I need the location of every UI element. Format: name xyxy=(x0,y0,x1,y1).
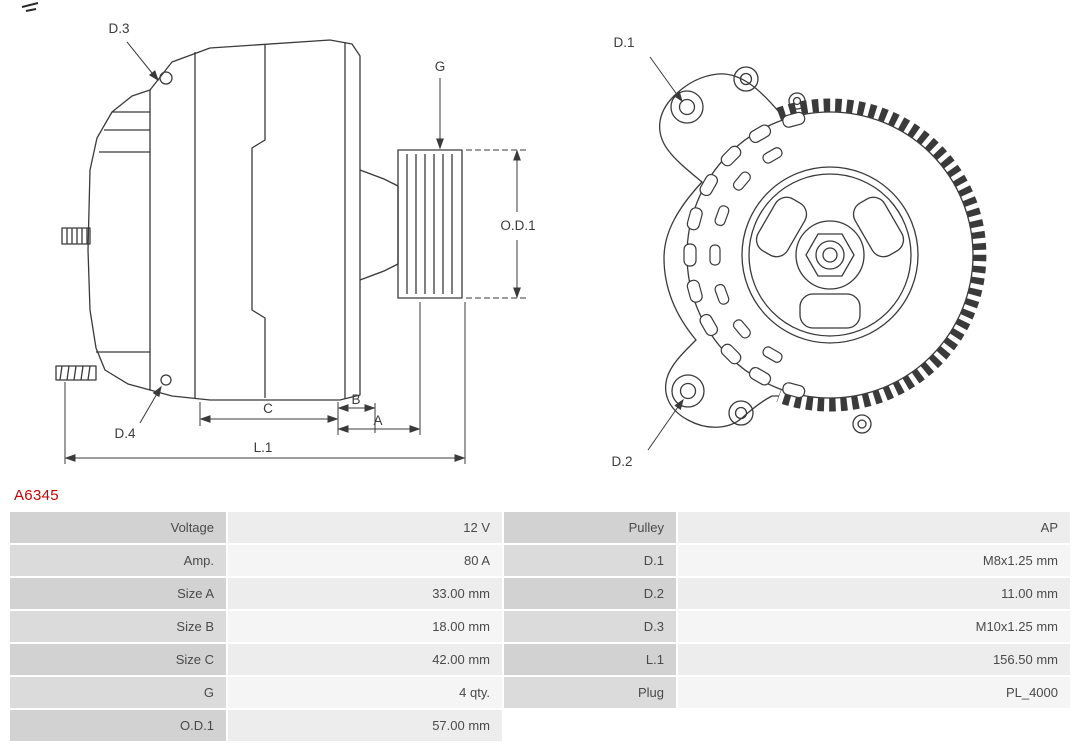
pulley-side xyxy=(397,149,463,299)
spec-value-cell: 4 qty. xyxy=(228,677,502,708)
spec-value-cell: AP xyxy=(678,512,1070,543)
bottom-mount-hole xyxy=(160,374,172,386)
spec-value-cell-empty xyxy=(678,710,1070,741)
dim-label-d4: D.4 xyxy=(114,426,136,441)
vent-slots xyxy=(683,110,807,400)
spec-value-cell: 80 A xyxy=(228,545,502,576)
dim-label-od1: O.D.1 xyxy=(500,218,535,233)
spec-value-cell: 156.50 mm xyxy=(678,644,1070,675)
spec-label-cell: Size C xyxy=(10,644,226,675)
dimension-labels: D.3 G O.D.1 D.4 C B A L.1 D.1 D.2 xyxy=(108,21,634,469)
cropped-artifact xyxy=(21,2,39,12)
dim-label-g: G xyxy=(435,59,446,74)
mount-hole-d2 xyxy=(671,374,705,408)
spec-value-cell: M10x1.25 mm xyxy=(678,611,1070,642)
spec-label-cell: O.D.1 xyxy=(10,710,226,741)
spec-label-cell: Amp. xyxy=(10,545,226,576)
dim-label-b: B xyxy=(351,392,360,407)
dim-label-d3: D.3 xyxy=(108,21,129,36)
part-number: A6345 xyxy=(14,487,59,504)
spec-label-cell: Pulley xyxy=(504,512,676,543)
dim-label-d1: D.1 xyxy=(613,35,634,50)
side-view-drawing xyxy=(55,39,463,401)
spec-table: Voltage 12 V Pulley AP Amp. 80 A D.1 M8x… xyxy=(10,512,1070,741)
spec-label-cell: D.3 xyxy=(504,611,676,642)
spec-label-cell: Size A xyxy=(10,578,226,609)
spec-label-cell: D.1 xyxy=(504,545,676,576)
spec-value-cell: 12 V xyxy=(228,512,502,543)
technical-diagram-area: D.3 G O.D.1 D.4 C B A L.1 D.1 D.2 xyxy=(21,2,987,469)
spec-label-cell: G xyxy=(10,677,226,708)
spec-value-cell: 33.00 mm xyxy=(228,578,502,609)
spec-value-cell: 57.00 mm xyxy=(228,710,502,741)
spec-value-cell: PL_4000 xyxy=(678,677,1070,708)
side-view-dimensions xyxy=(64,41,527,464)
pulley-front xyxy=(741,166,919,344)
spec-label-cell: Size B xyxy=(10,611,226,642)
spec-label-cell: Voltage xyxy=(10,512,226,543)
dim-label-l1: L.1 xyxy=(254,440,273,455)
spec-value-cell: 18.00 mm xyxy=(228,611,502,642)
front-view-dimensions xyxy=(647,56,684,451)
spec-label-cell-empty xyxy=(504,710,676,741)
spec-label-cell: L.1 xyxy=(504,644,676,675)
terminal-stud xyxy=(61,227,91,245)
spec-value-cell: 42.00 mm xyxy=(228,644,502,675)
stator-teeth xyxy=(776,98,987,412)
mount-hole-d1 xyxy=(670,90,704,124)
shaft-nut-hexagon xyxy=(805,233,855,277)
alternator-technical-drawing: D.3 G O.D.1 D.4 C B A L.1 D.1 D.2 xyxy=(21,2,987,469)
front-view-drawing xyxy=(658,66,987,434)
spec-label-cell: Plug xyxy=(504,677,676,708)
top-mount-hole xyxy=(159,71,173,85)
spec-label-cell: D.2 xyxy=(504,578,676,609)
dim-label-a: A xyxy=(373,413,382,428)
spec-value-cell: 11.00 mm xyxy=(678,578,1070,609)
dim-label-d2: D.2 xyxy=(611,454,632,469)
spec-value-cell: M8x1.25 mm xyxy=(678,545,1070,576)
dim-label-c: C xyxy=(263,401,273,416)
